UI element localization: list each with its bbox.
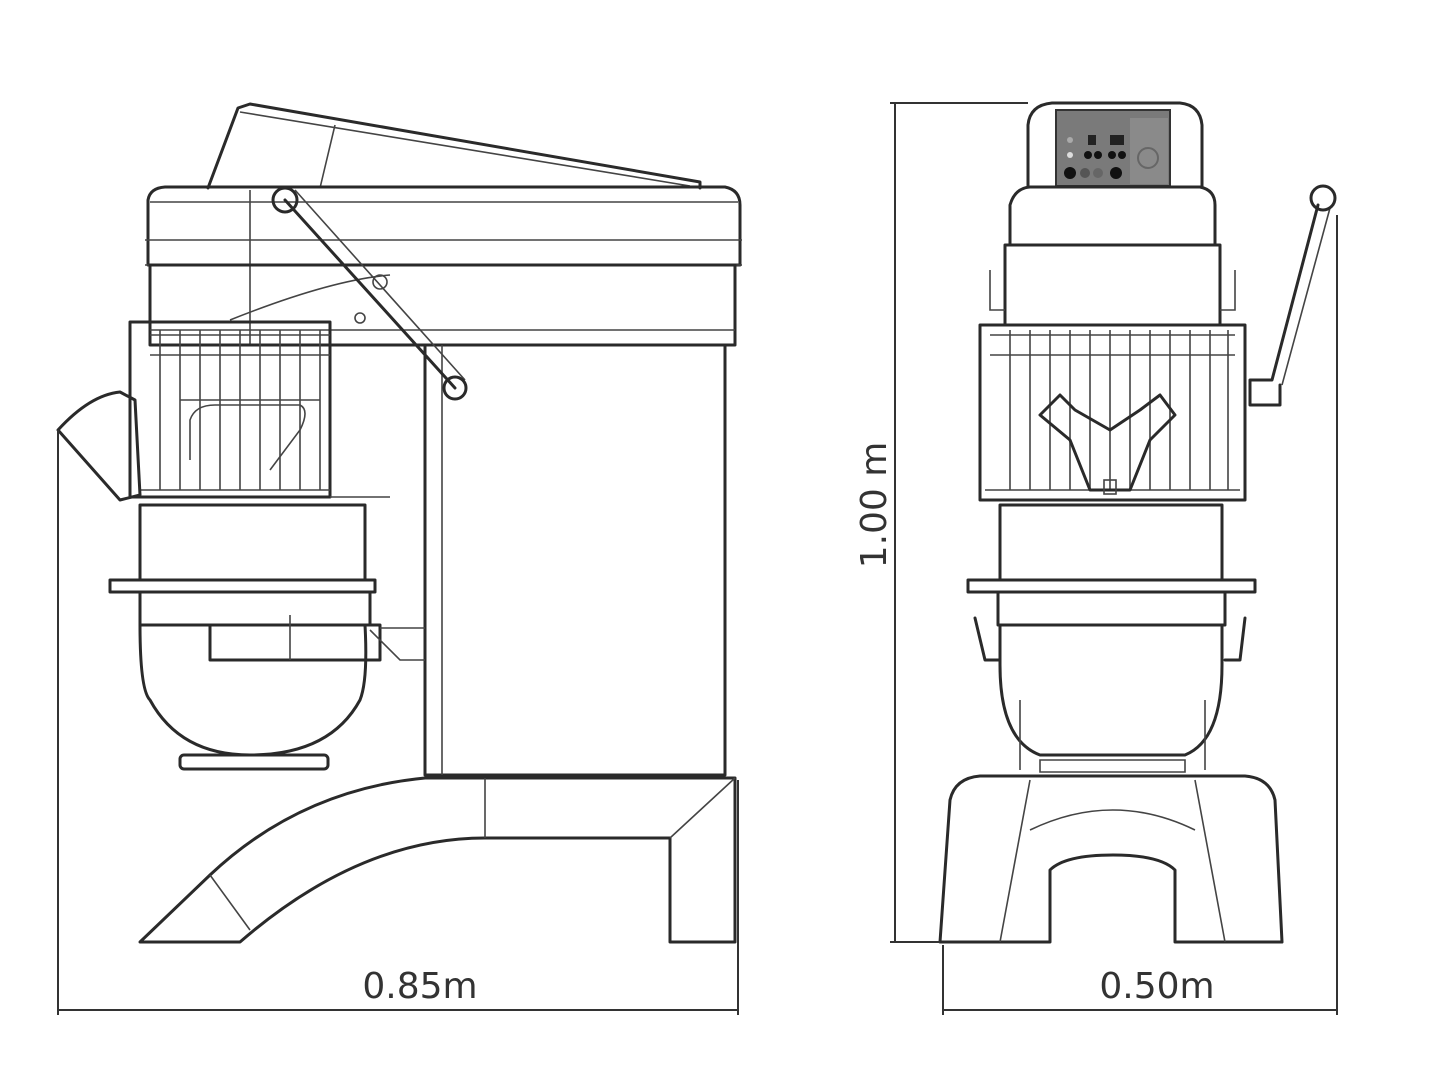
side-head-body [148, 263, 737, 347]
front-lever-handle [1248, 184, 1337, 407]
depth-dimension-label: 0.85m [362, 966, 477, 1007]
dimension-lines [57, 102, 1338, 1015]
side-base [138, 776, 737, 944]
side-ingredient-chute [56, 390, 142, 502]
front-motor-housing [1026, 101, 1204, 189]
front-safety-guard [978, 323, 1247, 502]
height-dimension-label: 1.00 m [854, 442, 895, 569]
front-base [938, 774, 1284, 944]
front-view [938, 101, 1337, 944]
side-bowl [108, 503, 425, 771]
side-view [56, 102, 742, 944]
control-panel [1055, 109, 1171, 187]
side-lever-handle [271, 186, 468, 401]
width-dimension-label: 0.50m [1099, 966, 1214, 1007]
side-head-top [146, 185, 742, 267]
front-bowl [966, 503, 1257, 773]
side-column [423, 343, 727, 777]
side-lid [206, 102, 702, 190]
side-safety-guard [128, 320, 390, 499]
